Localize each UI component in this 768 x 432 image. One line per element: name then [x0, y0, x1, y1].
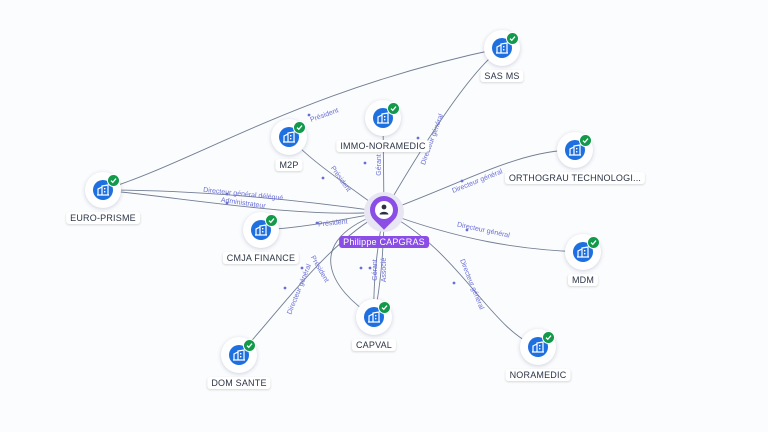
verified-check-icon	[542, 331, 555, 344]
user-icon	[375, 201, 393, 219]
relation-edge	[102, 189, 385, 213]
verified-check-icon	[243, 339, 256, 352]
verified-check-icon	[587, 236, 600, 249]
relation-arrow-marker	[225, 192, 229, 196]
company-label[interactable]: CAPVAL	[351, 339, 397, 351]
relation-arrow-marker	[307, 113, 311, 117]
relation-arrow-marker	[321, 176, 325, 180]
relation-edge	[383, 149, 576, 213]
relation-arrow-marker	[452, 281, 456, 285]
relation-arrow-marker	[416, 136, 420, 140]
relation-arrow-marker	[359, 266, 363, 270]
company-label[interactable]: NORAMEDIC	[505, 369, 571, 381]
relation-arrow-marker	[225, 201, 229, 205]
relation-edge	[102, 189, 385, 214]
relation-arrow-marker	[465, 228, 469, 232]
relation-edge	[238, 211, 385, 356]
company-label[interactable]: M2P	[275, 159, 303, 171]
verified-check-icon	[387, 102, 400, 115]
relation-label: Gérant	[372, 259, 379, 280]
relation-label: Président	[309, 107, 339, 124]
verified-check-icon	[265, 214, 278, 227]
company-label[interactable]: SAS MS	[480, 70, 524, 82]
company-label[interactable]: CMJA FINANCE	[222, 252, 300, 264]
relation-arrow-marker	[283, 286, 287, 290]
relation-edge	[383, 211, 539, 348]
relation-label: Associé	[381, 258, 388, 283]
company-label[interactable]: ORTHOGRAU TECHNOLOGI...	[504, 172, 646, 184]
relation-arrow-marker	[368, 266, 372, 270]
relation-arrow-marker	[363, 161, 367, 165]
relation-label: Président	[318, 218, 348, 228]
verified-check-icon	[506, 32, 519, 45]
relation-label: Président	[329, 165, 352, 193]
company-label[interactable]: DOM SANTE	[207, 377, 271, 389]
company-label[interactable]: EURO-PRISME	[66, 212, 140, 224]
verified-check-icon	[107, 174, 120, 187]
person-label[interactable]: Philippe CAPGRAS	[339, 236, 429, 248]
company-label[interactable]: IMMO-NORAMEDIC	[336, 140, 430, 152]
relation-label: Directeur général	[286, 263, 313, 316]
relation-arrow-marker	[460, 179, 464, 183]
company-label[interactable]: MDM	[567, 274, 599, 286]
relation-label: Président	[309, 255, 330, 284]
verified-check-icon	[579, 134, 592, 147]
verified-check-icon	[378, 301, 391, 314]
relation-arrow-marker	[300, 266, 304, 270]
relation-label: Directeur général	[458, 258, 485, 311]
relation-label: Gérant	[376, 154, 383, 175]
relation-edge	[102, 47, 503, 191]
relation-edge	[383, 211, 584, 253]
relation-arrow-marker	[315, 221, 319, 225]
verified-check-icon	[293, 121, 306, 134]
